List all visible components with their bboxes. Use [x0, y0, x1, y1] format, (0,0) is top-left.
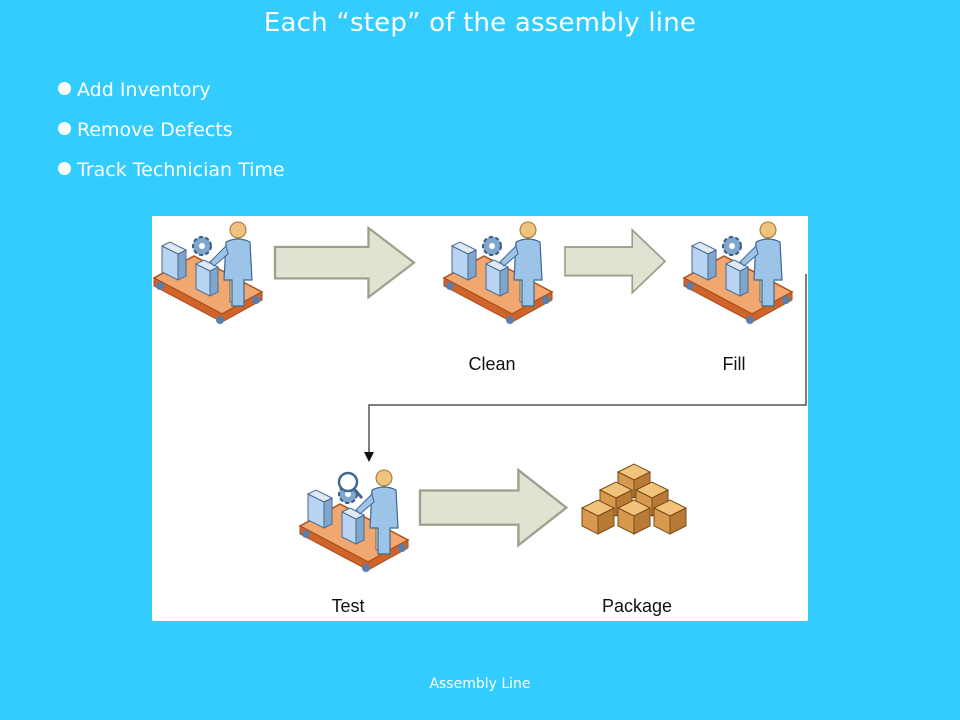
bullet-dot-icon: [58, 81, 71, 95]
bullet-item-remove-defects: Remove Defects: [58, 110, 285, 150]
arrow-2-to-3: [564, 229, 666, 294]
arrow-4-to-5: [418, 468, 568, 547]
arrow-1-to-2: [273, 226, 416, 299]
bullet-dot-icon: [58, 161, 71, 175]
station-3-assembly-worker-icon: [683, 221, 793, 325]
boxes-stack-icon: [581, 463, 687, 535]
bullet-label: Add Inventory: [77, 79, 211, 101]
station-label-package: Package: [602, 596, 672, 616]
diagram-canvas: Clean Fill Test Package: [153, 221, 807, 616]
bullet-item-track-technician-time: Track Technician Time: [58, 150, 285, 190]
station-label-test: Test: [331, 596, 364, 616]
bullet-label: Remove Defects: [77, 119, 233, 141]
bullet-list: Add Inventory Remove Defects Track Techn…: [58, 70, 285, 190]
connector-arrowhead: [364, 452, 374, 462]
connector-line: [368, 274, 807, 454]
slide-title: Each “step” of the assembly line: [263, 8, 697, 38]
station-label-fill: Fill: [723, 354, 746, 374]
assembly-line-diagram: Clean Fill Test Package: [152, 216, 808, 621]
bullet-label: Track Technician Time: [77, 159, 285, 181]
station-2-assembly-worker-icon: [443, 221, 553, 325]
bullet-item-add-inventory: Add Inventory: [58, 70, 285, 110]
slide-footer: Assembly Line: [429, 676, 531, 692]
station-1-assembly-worker-icon: [153, 221, 263, 325]
station-label-clean: Clean: [468, 354, 515, 374]
station-4-inspection-worker-icon: [299, 469, 409, 573]
bullet-dot-icon: [58, 121, 71, 135]
magnifier-icon: [337, 471, 359, 493]
